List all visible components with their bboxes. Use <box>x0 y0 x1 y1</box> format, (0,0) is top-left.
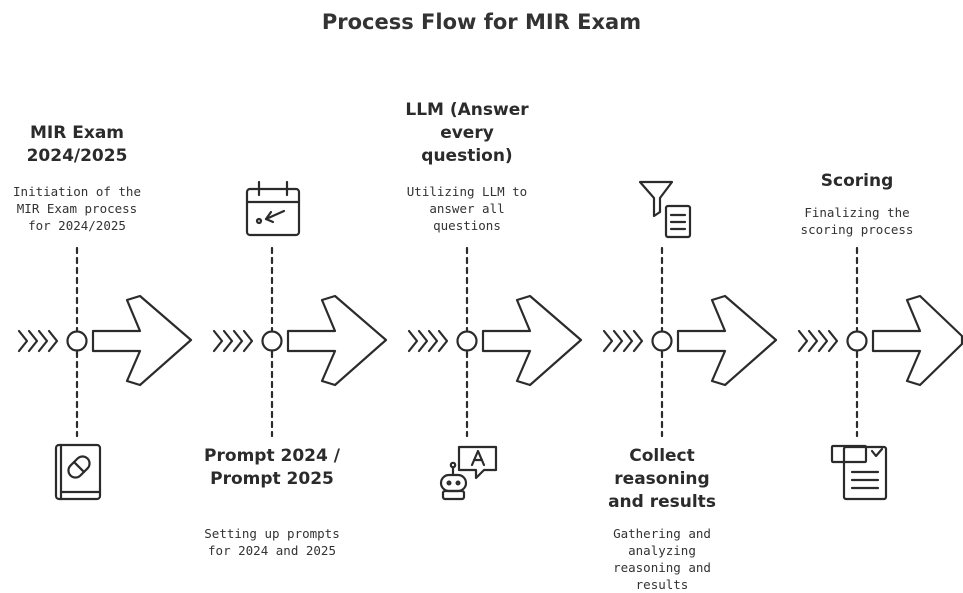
step-1-arrow <box>91 294 193 387</box>
diagram-title: Process Flow for MIR Exam <box>321 10 642 34</box>
step-2-node <box>261 330 283 352</box>
step-4-node <box>651 330 673 352</box>
checklist-document-icon <box>830 444 888 501</box>
step-3-arrow <box>481 294 583 387</box>
step-4-label: Collect reasoning and results <box>608 446 716 512</box>
step-5-description: Finalizing the scoring process <box>800 205 914 237</box>
calendar-icon <box>245 180 301 237</box>
filter-document-icon <box>638 180 692 239</box>
robot-answer-icon <box>439 445 498 501</box>
step-2-description: Setting up prompts for 2024 and 2025 <box>204 526 340 558</box>
step-5-chevrons <box>797 329 839 353</box>
step-3-description: Utilizing LLM to answer all questions <box>406 184 528 233</box>
step-1-label: MIR Exam 2024/2025 <box>26 123 128 166</box>
step-5-arrow <box>871 294 963 387</box>
step-4-chevrons <box>602 329 644 353</box>
step-1-node <box>66 330 88 352</box>
step-2-chevrons <box>212 329 254 353</box>
step-5-label: Scoring <box>820 171 894 191</box>
step-4-arrow <box>676 294 778 387</box>
step-2-arrow <box>286 294 388 387</box>
step-2-label: Prompt 2024 / Prompt 2025 <box>204 446 340 489</box>
step-1-description: Initiation of the MIR Exam process for 2… <box>13 184 141 233</box>
step-3-node <box>456 330 478 352</box>
step-3-label: LLM (Answer every question) <box>405 100 529 166</box>
step-5-node <box>846 330 868 352</box>
step-3-chevrons <box>407 329 449 353</box>
step-4-description: Gathering and analyzing reasoning and re… <box>613 526 711 592</box>
step-1-chevrons <box>17 329 59 353</box>
medical-book-icon <box>54 443 102 501</box>
